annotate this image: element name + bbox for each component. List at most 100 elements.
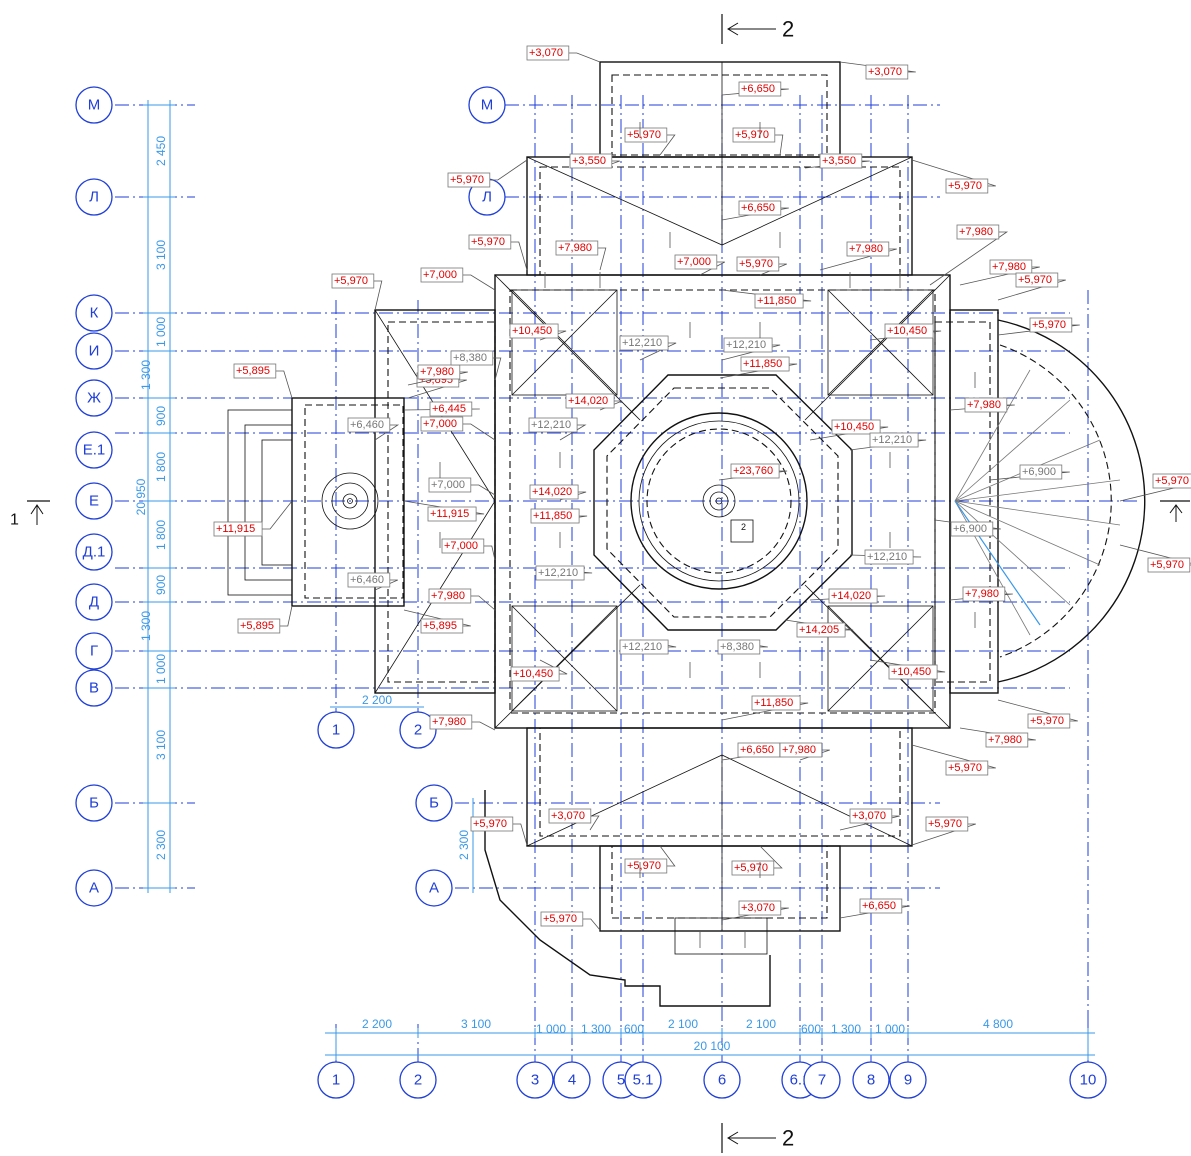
vdim-3: 1 000 — [154, 317, 168, 347]
inner-dim-2200: 2 200 — [362, 693, 392, 707]
red-elevation-tag: +5,970 — [911, 816, 976, 846]
gray-elevation-tag: +12,210 — [535, 565, 593, 581]
gray-elevation-tag: +6,460 — [347, 417, 400, 441]
gray-elevation-tag: +12,210 — [849, 549, 922, 565]
svg-text:10: 10 — [1080, 1072, 1097, 1089]
elevation-value: +7,000 — [431, 479, 465, 491]
elevation-value: +7,980 — [782, 744, 816, 756]
elevation-value: +5,895 — [240, 620, 274, 632]
bottom-axis-bubbles: 1 2 3 4 5 5.1 6 6.1 7 8 9 10 — [317, 1020, 1107, 1099]
elevation-value: +10,450 — [887, 325, 927, 337]
elevation-value: +7,980 — [420, 366, 454, 378]
gray-elevation-tag: +6,460 — [347, 572, 398, 591]
red-elevation-tag: +7,980 — [555, 240, 607, 271]
axis-bubble-V: В — [75, 669, 113, 707]
red-elevation-tag: +7,000 — [674, 254, 725, 276]
red-elevation-tag: +11,850 — [530, 508, 588, 524]
red-elevation-tag: +5,970 — [331, 273, 383, 311]
elevation-value: +6,650 — [862, 900, 896, 912]
elevation-value: +7,980 — [992, 261, 1026, 273]
elevation-value: +7,980 — [988, 734, 1022, 746]
inner-axis-bubble-M: М — [468, 86, 506, 124]
svg-text:5.1: 5.1 — [633, 1072, 654, 1089]
bottom-axis-bubble-5-1: 5.1 — [624, 1061, 662, 1099]
elevation-value: +5,970 — [627, 860, 661, 872]
red-elevation-tag: +3,070 — [548, 808, 600, 831]
red-elevation-tags: +3,070+3,070+6,650+5,970+5,970+3,550+3,5… — [213, 45, 1191, 931]
elevation-value: +7,000 — [423, 269, 457, 281]
red-elevation-tag: +5,970 — [1119, 544, 1191, 573]
elevation-value: +5,970 — [450, 174, 484, 186]
elevation-value: +14,020 — [532, 486, 572, 498]
gray-elevation-tag: +6,900 — [934, 519, 1001, 537]
elevation-value: +10,450 — [891, 666, 931, 678]
vdim-5: 900 — [154, 406, 168, 426]
svg-text:6: 6 — [718, 1072, 726, 1089]
red-elevation-tag: +7,980 — [407, 364, 468, 386]
gray-elevation-tag: +12,210 — [619, 639, 677, 655]
axis-bubble-M: М — [75, 86, 113, 124]
red-elevation-tag: +23,760 — [718, 463, 788, 481]
red-elevation-tag: +11,850 — [721, 289, 812, 309]
hdim-4: 1 300 — [581, 1022, 611, 1036]
elevation-value: +11,850 — [754, 697, 793, 709]
svg-text:4: 4 — [568, 1072, 576, 1089]
bottom-axis-bubble-3: 3 — [516, 1061, 554, 1099]
vdim-9: 1 300 — [139, 611, 153, 641]
bottom-axis-bubble-1: 1 — [317, 1061, 355, 1099]
slope-arrows — [439, 122, 976, 948]
red-elevation-tag: +5,970 — [540, 911, 601, 931]
red-elevation-tag: +3,070 — [721, 900, 789, 921]
svg-text:Л: Л — [89, 189, 99, 206]
left-axis-bubbles: М Л К И Ж Е.1 Е Д.1 Д Г В Б А — [75, 86, 113, 907]
elevation-value: +3,070 — [529, 47, 563, 59]
red-elevation-tag: +5,895 — [233, 363, 293, 399]
elevation-value: +14,205 — [799, 624, 839, 636]
red-elevation-tag: +10,450 — [809, 419, 889, 441]
elevation-value: +5,895 — [423, 620, 457, 632]
inner-axis-bubbles: М Л Б А 1 2 — [317, 86, 506, 907]
red-elevation-tag: +14,020 — [565, 393, 623, 411]
elevation-value: +8,380 — [453, 352, 487, 364]
red-elevation-tag: +5,970 — [731, 845, 783, 876]
red-elevation-tag: +5,970 — [1119, 473, 1191, 502]
elevation-value: +5,970 — [627, 129, 661, 141]
red-elevation-tag: +11,850 — [721, 695, 809, 721]
svg-text:7: 7 — [818, 1072, 826, 1089]
elevation-value: +7,000 — [677, 256, 711, 268]
vdim-2: 3 100 — [154, 240, 168, 270]
elevation-value: +10,450 — [834, 421, 874, 433]
red-elevation-tag: +3,550 — [569, 153, 620, 169]
red-elevation-tag: +7,980 — [949, 586, 1013, 602]
red-elevation-tag: +5,970 — [624, 127, 676, 156]
vdim-total: 20 950 — [134, 478, 148, 515]
svg-text:А: А — [89, 880, 99, 897]
hdim-10: 1 000 — [875, 1022, 905, 1036]
red-elevation-tag: +6,650 — [721, 200, 789, 221]
elevation-value: +6,650 — [741, 202, 775, 214]
elevation-value: +5,970 — [928, 818, 962, 830]
elevation-value: +3,070 — [868, 66, 902, 78]
red-elevation-tag: +11,915 — [213, 500, 293, 537]
axis-bubble-A: А — [75, 869, 113, 907]
elevation-value: +7,000 — [423, 418, 457, 430]
gray-elevation-tag: +6,900 — [989, 464, 1070, 481]
red-elevation-tag: +7,980 — [428, 588, 496, 611]
gray-elevation-tag: +12,210 — [619, 335, 677, 361]
building-outline — [227, 61, 1146, 1007]
elevation-value: +5,970 — [1018, 274, 1052, 286]
red-elevation-tag: +5,970 — [470, 816, 528, 846]
elevation-value: +14,020 — [568, 395, 608, 407]
gray-elevation-tag: +12,210 — [528, 417, 587, 441]
bottom-axis-bubble-4: 4 — [553, 1061, 591, 1099]
bottom-axis-bubble-7: 7 — [803, 1061, 841, 1099]
elevation-value: +11,850 — [743, 358, 782, 370]
elevation-value: +23,760 — [733, 465, 773, 477]
section-mark-bottom-label: 2 — [782, 1126, 794, 1151]
elevation-value: +5,970 — [734, 862, 768, 874]
red-elevation-tag: +7,980 — [949, 397, 1015, 413]
bottom-axis-bubble-9: 9 — [889, 1061, 927, 1099]
axis-bubble-B: Б — [75, 784, 113, 822]
svg-text:Л: Л — [482, 189, 492, 206]
